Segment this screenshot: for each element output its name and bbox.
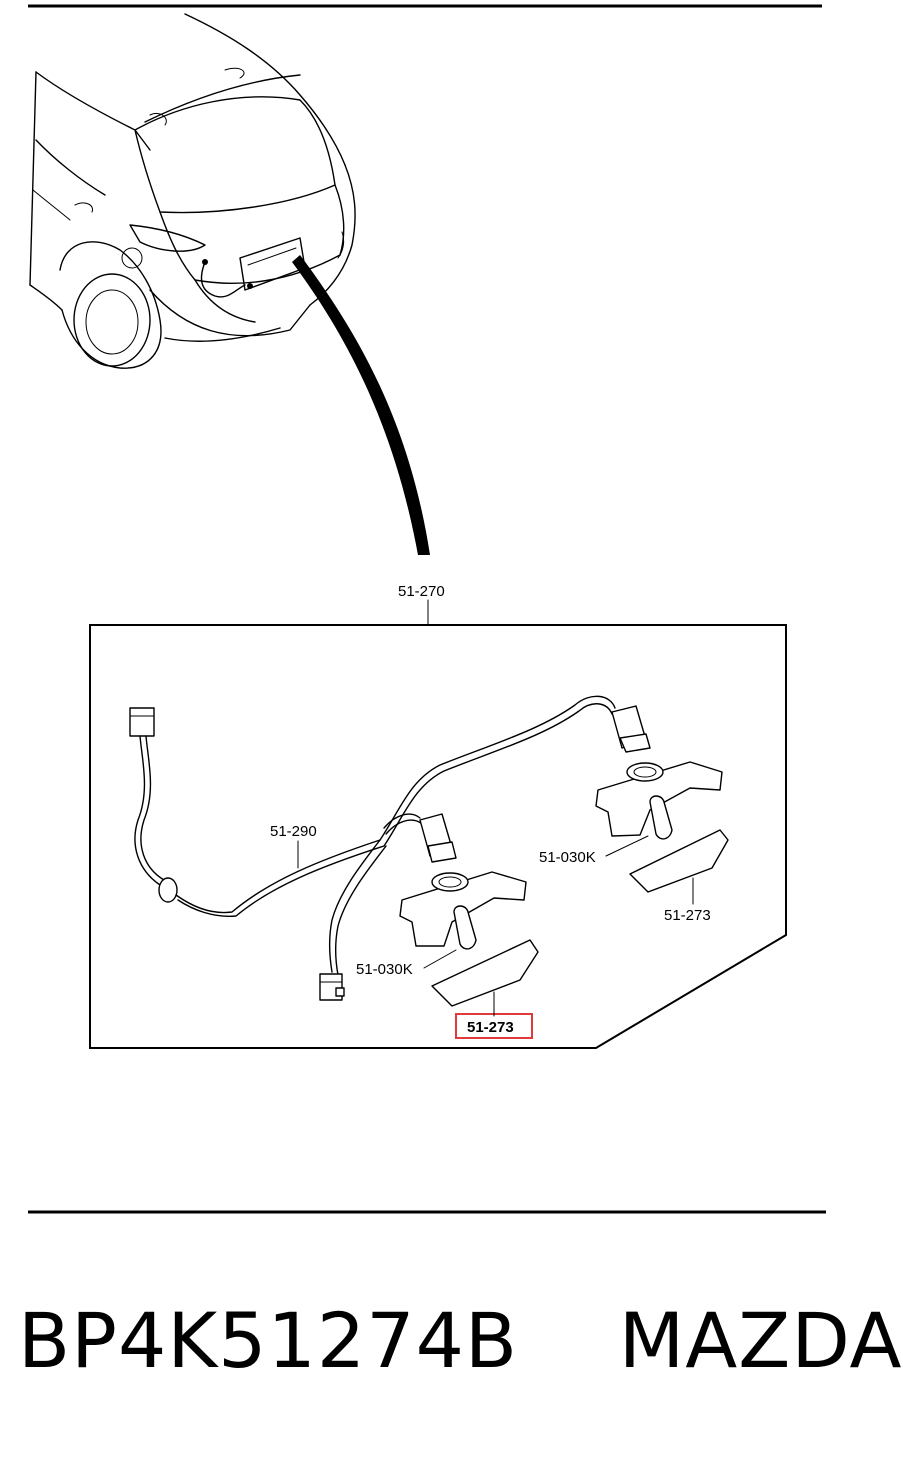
lens-right [629,829,729,893]
grommet [158,877,178,903]
bulb-left [453,905,477,950]
callout-lens-right: 51-273 [664,907,711,924]
connector-top-left [129,707,155,737]
leader-bulb-right [605,835,649,857]
bulb-right [649,795,673,840]
wiring-harness [129,695,616,1001]
lamp-group-left [399,813,539,1007]
part-number-caption: BP4K51274B MAZDA [18,1296,903,1385]
car-rear-illustration [29,13,356,369]
callout-harness: 51-290 [270,823,317,840]
callout-bulb-right: 51-030K [539,849,596,866]
callout-lens-left: 51-273 [467,1019,514,1036]
lens-left [431,939,539,1007]
callout-bulb-left: 51-030K [356,961,413,978]
assembly-frame [89,624,787,1049]
lamp-group-right [595,705,729,893]
pointer-arc [292,255,430,555]
parts-diagram: 51-270 51-290 [28,4,826,1214]
leader-bulb-left [423,949,457,969]
callout-assembly: 51-270 [398,583,445,600]
